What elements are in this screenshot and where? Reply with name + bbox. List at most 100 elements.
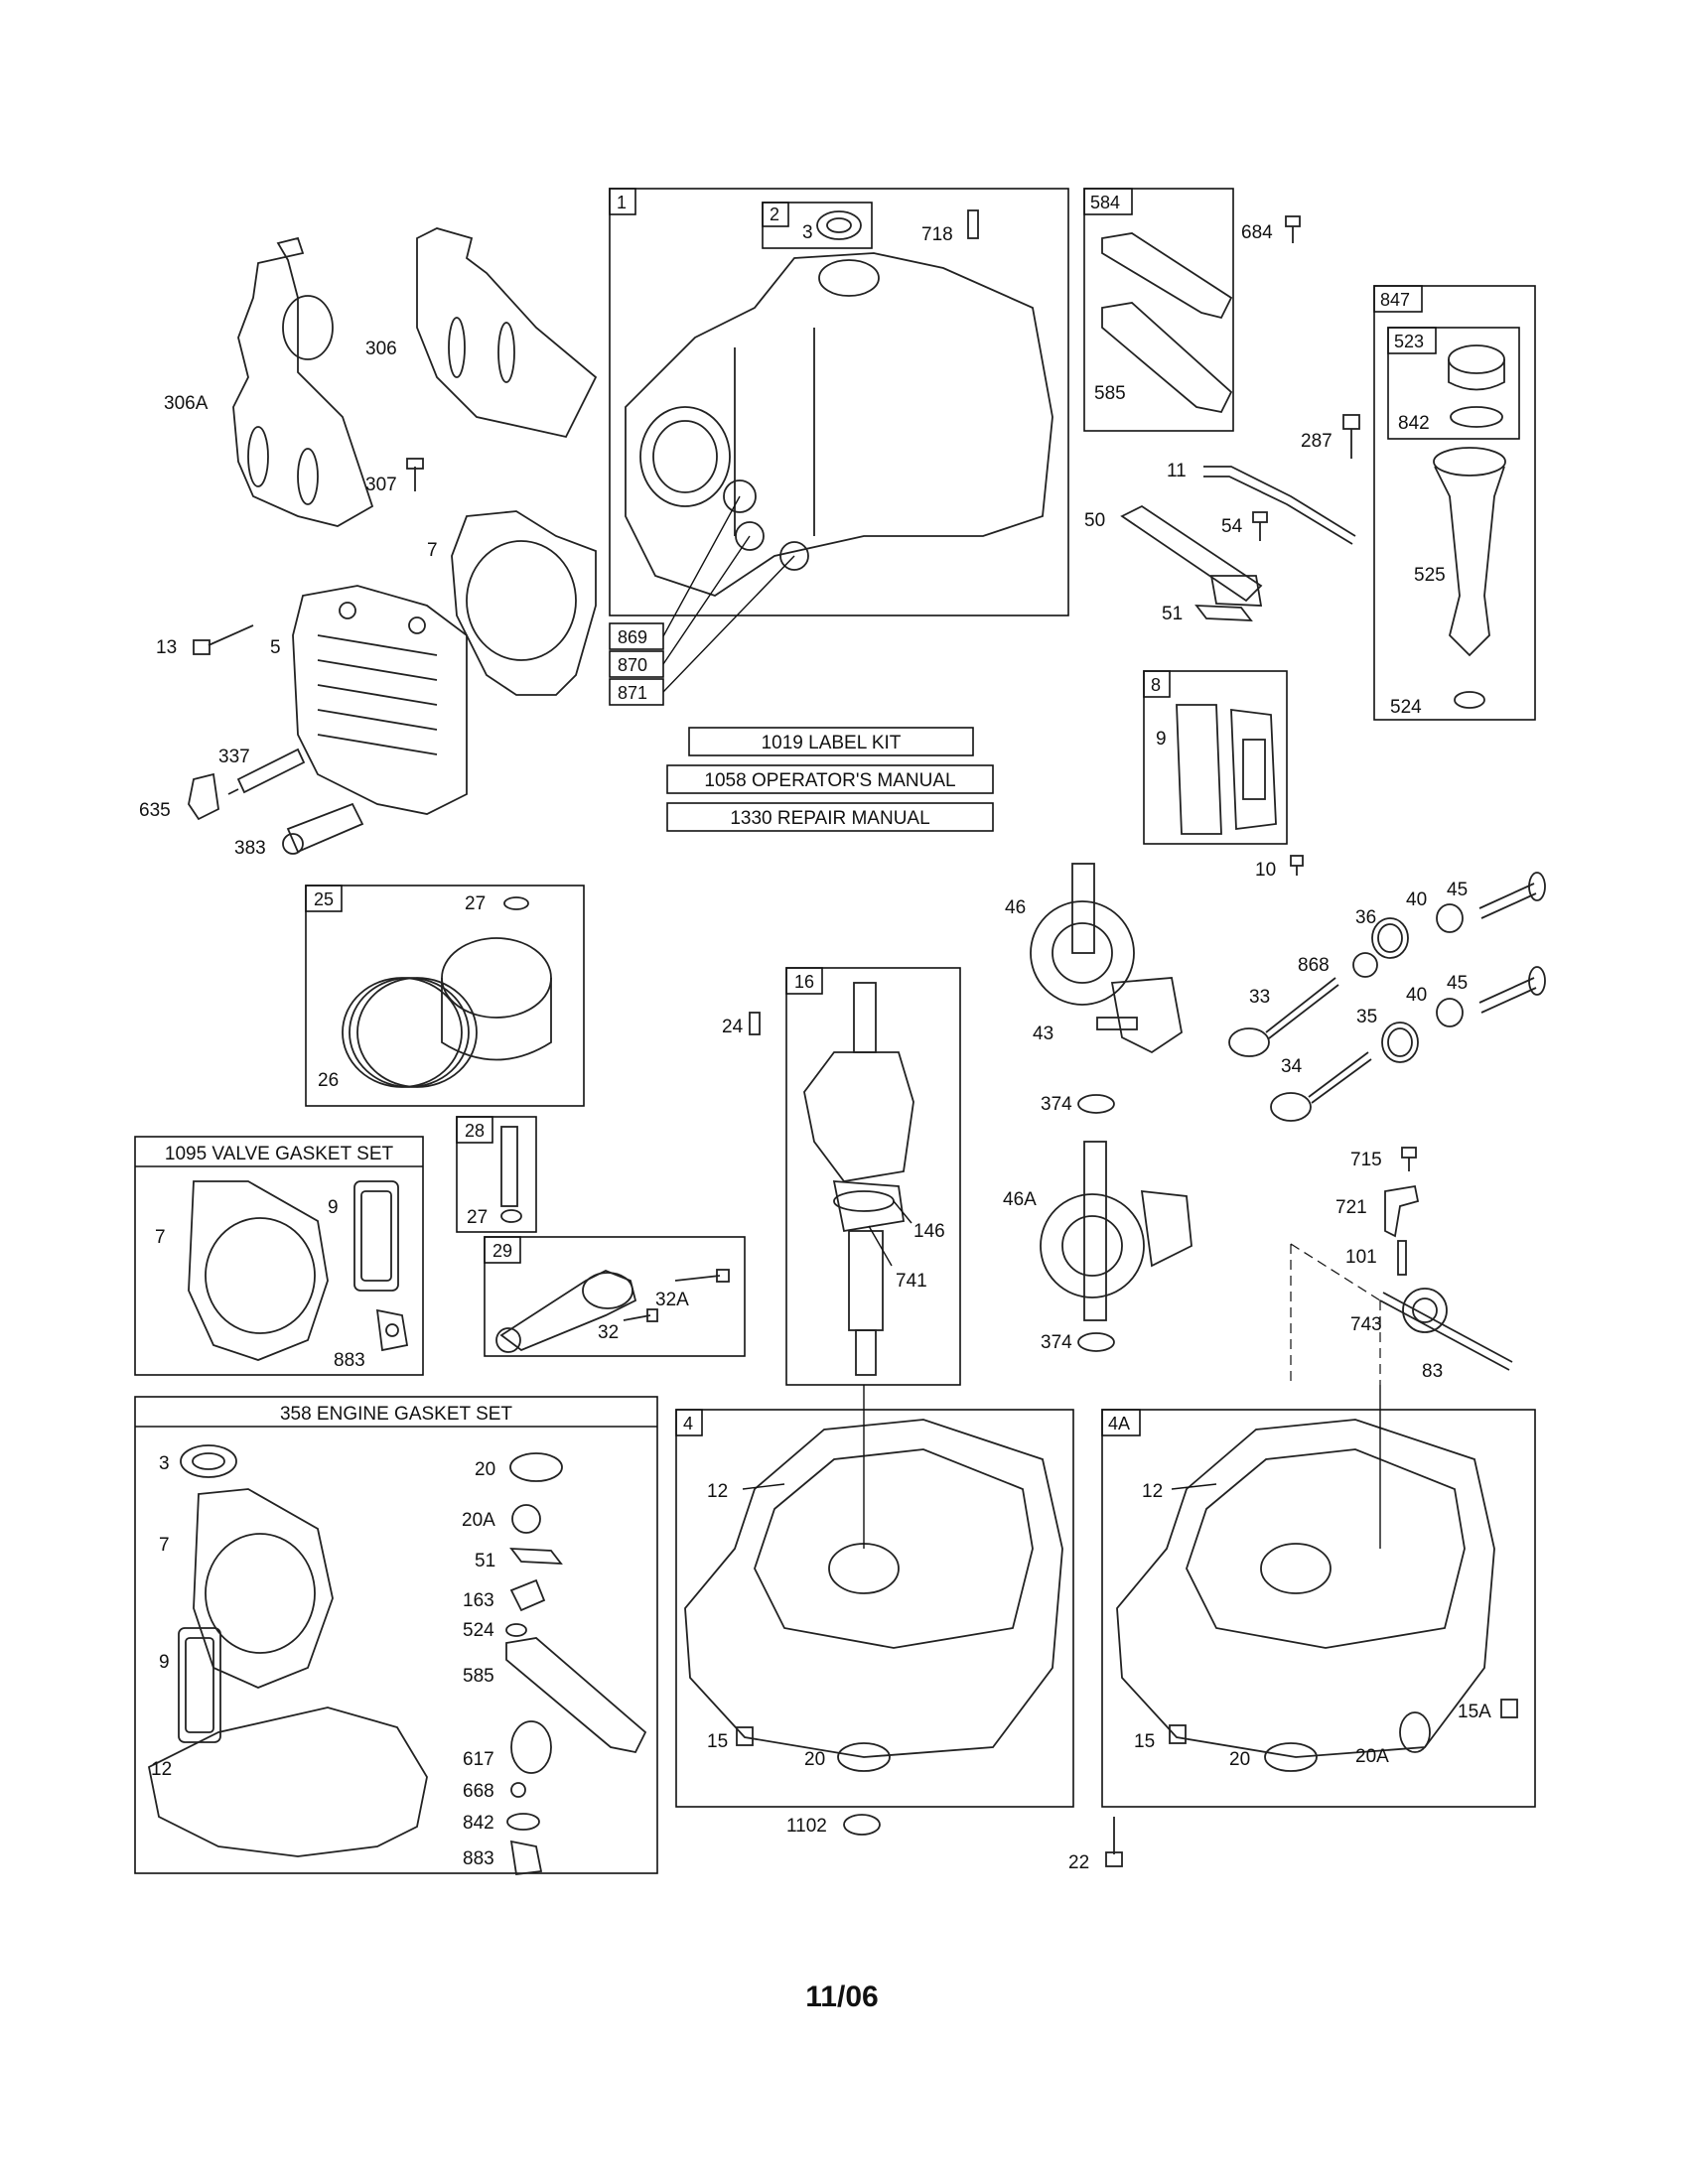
head-gasket-7 — [451, 510, 597, 696]
part-label: 35 — [1356, 1007, 1377, 1027]
wrist-pin — [500, 1126, 518, 1207]
part-label: 668 — [463, 1781, 494, 1802]
gasket-eg163 — [509, 1578, 546, 1612]
revision-date: 11/06 — [805, 1980, 879, 2013]
o-ring-eg842 — [506, 1813, 540, 1831]
rocker-gasket-vg9 — [353, 1180, 399, 1292]
part-label: 27 — [465, 893, 486, 914]
part-label: 374 — [1041, 1332, 1072, 1353]
bolt-22 — [1105, 1817, 1123, 1867]
washer-374a — [1077, 1094, 1115, 1114]
part-label: 524 — [1390, 697, 1422, 718]
assembly-box-523 — [1387, 327, 1520, 440]
dipstick-cap-523 — [1448, 344, 1505, 428]
tube-50 — [1120, 504, 1263, 607]
part-label: 868 — [1298, 955, 1330, 976]
spark-plug-337 — [227, 748, 306, 795]
gasket-eg585 — [505, 1637, 647, 1754]
rocker-gasket-eg9 — [178, 1627, 221, 1743]
engine-gasket-set-box — [134, 1396, 658, 1874]
oil-seal — [816, 210, 862, 240]
part-label: 36 — [1355, 907, 1376, 928]
head-gasket-eg7 — [193, 1488, 334, 1689]
part-label: 287 — [1301, 431, 1333, 452]
o-ring-eg524 — [505, 1623, 527, 1637]
part-label: 12 — [1142, 1481, 1163, 1502]
part-label: 50 — [1084, 510, 1105, 531]
governor-shaft-11 — [1203, 466, 1356, 545]
part-label: 163 — [463, 1590, 494, 1611]
part-label: 718 — [921, 224, 953, 245]
part-label: 45 — [1447, 973, 1468, 994]
box-label: 4 — [683, 1414, 693, 1433]
assembly-box-1 — [609, 188, 1069, 616]
part-label: 524 — [463, 1620, 494, 1641]
camshaft-46 — [1030, 863, 1135, 1006]
assembly-box-847 — [1373, 285, 1536, 721]
part-label: 383 — [234, 838, 266, 859]
rod-bolt-32a — [674, 1269, 730, 1283]
gear-146 — [833, 1190, 895, 1212]
seal-eg20a — [511, 1504, 541, 1534]
part-label: 306A — [164, 393, 209, 414]
assembly-box-29 — [484, 1236, 746, 1357]
part-label: 1102 — [786, 1816, 827, 1837]
blower-housing-306a — [232, 236, 374, 527]
retainer-28-27 — [500, 1209, 522, 1223]
part-label: 9 — [328, 1197, 339, 1218]
part-label: 307 — [365, 475, 397, 495]
part-label: 5 — [270, 637, 281, 658]
crankshaft — [803, 982, 914, 1376]
part-label: 715 — [1350, 1150, 1382, 1170]
part-label: 525 — [1414, 565, 1446, 586]
box-label: 847 — [1380, 290, 1410, 310]
part-label: 743 — [1350, 1314, 1382, 1335]
gasket-51 — [1194, 605, 1253, 621]
part-label: 585 — [1094, 383, 1126, 404]
part-label: 146 — [913, 1221, 945, 1242]
part-label: 83 — [1422, 1361, 1443, 1382]
part-label: 26 — [318, 1070, 339, 1091]
breather-gasket-584 — [1101, 232, 1233, 414]
part-label: 20A — [462, 1510, 495, 1531]
screw-684 — [1285, 215, 1301, 243]
box-label: 25 — [314, 889, 334, 909]
part-label: 337 — [218, 747, 250, 767]
engine-gasket-set: 358 ENGINE GASKET SET — [280, 1404, 512, 1425]
piston-rings-26 — [342, 977, 478, 1088]
washer-374b — [1077, 1332, 1115, 1352]
pin-101 — [1397, 1240, 1407, 1276]
rod-bolt-32 — [623, 1308, 658, 1322]
part-label: 741 — [896, 1271, 927, 1292]
bolt-13 — [193, 624, 254, 655]
assembly-box-28 — [456, 1116, 537, 1233]
part-label: 20A — [1355, 1746, 1389, 1767]
part-label: 7 — [155, 1227, 166, 1248]
part-label: 51 — [475, 1551, 495, 1571]
screw-715 — [1401, 1147, 1417, 1171]
gasket-eg51 — [509, 1548, 563, 1565]
part-label: 46 — [1005, 897, 1026, 918]
part-label: 32 — [598, 1322, 619, 1343]
assembly-box-584 — [1083, 188, 1234, 432]
head-gasket-vg7 — [188, 1180, 329, 1361]
part-label: 3 — [802, 222, 813, 243]
valve-gasket-set-box — [134, 1136, 424, 1376]
box-label: 523 — [1394, 332, 1424, 351]
part-label: 22 — [1068, 1852, 1089, 1873]
box-label: 870 — [618, 655, 647, 675]
plug-s4a-15a — [1500, 1699, 1518, 1718]
screw-307 — [406, 458, 424, 491]
part-label: 101 — [1345, 1247, 1377, 1268]
lever-721 — [1384, 1184, 1420, 1238]
valve-seal-868 — [1352, 952, 1378, 978]
connecting-rod — [495, 1270, 637, 1353]
part-label: 9 — [159, 1652, 170, 1673]
part-label: 51 — [1162, 604, 1183, 624]
o-ring-eg668 — [510, 1782, 526, 1798]
part-label: 9 — [1156, 729, 1167, 750]
part-label: 585 — [463, 1666, 494, 1687]
sump-4a — [1116, 1419, 1495, 1758]
screw-10 — [1290, 855, 1304, 876]
breather-383 — [282, 802, 364, 855]
